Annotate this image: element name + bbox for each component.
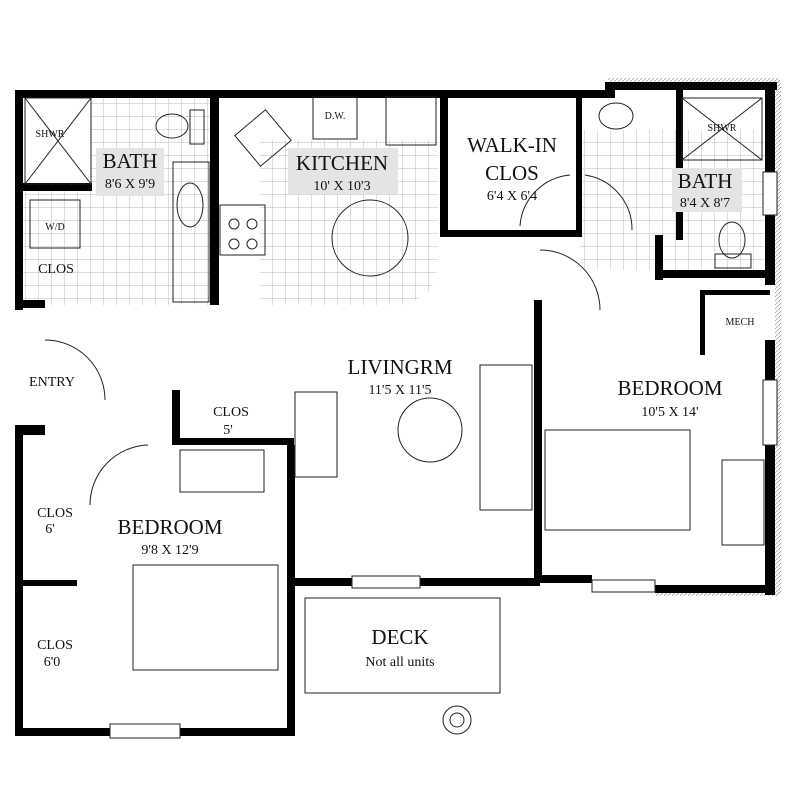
living-size: 11'5 X 11'5: [368, 383, 431, 398]
bedroom1-name: BEDROOM: [117, 515, 222, 539]
closet5-name: CLOS: [213, 405, 249, 420]
room-labels: SHWR BATH 8'6 X 9'9 W/D CLOS D.W. KITCHE…: [29, 111, 754, 670]
deck-name: DECK: [371, 625, 428, 649]
washer-dryer-label: W/D: [45, 222, 64, 233]
kitchen-size: 10' X 10'3: [313, 179, 370, 194]
bath1-name: BATH: [103, 149, 158, 173]
kitchen-name: KITCHEN: [296, 151, 388, 175]
closet6-name: CLOS: [37, 506, 73, 521]
bath1-floor: [90, 97, 210, 305]
fixtures: [24, 96, 765, 735]
bath1-size: 8'6 X 9'9: [105, 177, 155, 192]
walls: [15, 82, 777, 736]
closet6-size: 6': [45, 522, 55, 537]
walkin-name: WALK-IN: [467, 133, 557, 157]
mech-label: MECH: [726, 317, 755, 328]
bedroom2-size: 10'5 X 14': [641, 405, 698, 420]
shower-label: SHWR: [36, 129, 65, 140]
living-name: LIVINGRM: [348, 355, 453, 379]
laundry-closet-label: CLOS: [38, 262, 74, 277]
bath2-size: 8'4 X 8'7: [680, 196, 730, 211]
bedroom2-name: BEDROOM: [617, 376, 722, 400]
closet60-size: 6'0: [44, 655, 61, 670]
entry-label: ENTRY: [29, 375, 75, 390]
closet60-name: CLOS: [37, 638, 73, 653]
bath2-name: BATH: [678, 169, 733, 193]
deck-note: Not all units: [365, 655, 434, 670]
shower2-label: SHWR: [708, 123, 737, 134]
dishwasher-label: D.W.: [325, 111, 346, 122]
closet5-size: 5': [223, 423, 233, 438]
walkin-size: 6'4 X 6'4: [487, 189, 537, 204]
bedroom1-size: 9'8 X 12'9: [141, 543, 198, 558]
walkin-name2: CLOS: [485, 161, 539, 185]
